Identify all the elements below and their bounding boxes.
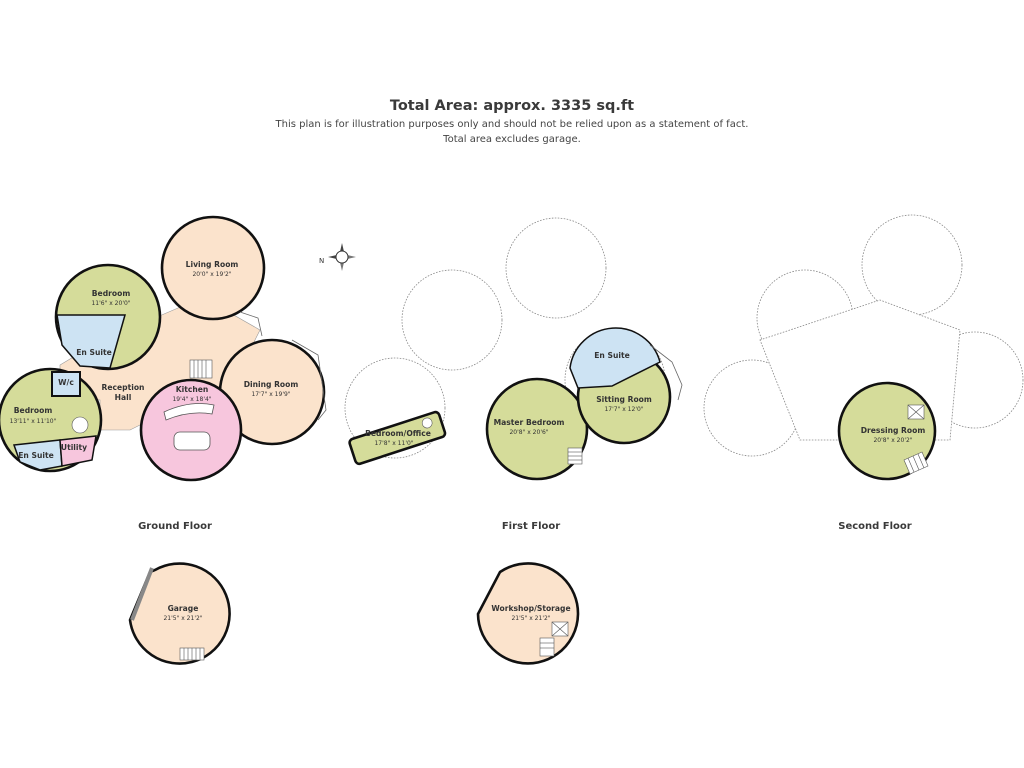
dining-bay-window	[291, 339, 327, 421]
kitchen-shape	[139, 378, 243, 482]
spiral-stair-icon	[71, 416, 89, 434]
kitchen-label: Kitchen	[176, 385, 209, 394]
bedroom-office-label: Bedroom/Office	[365, 429, 431, 438]
first-floor-label: First Floor	[502, 521, 560, 532]
living-bay-window	[239, 311, 263, 337]
bedroom-2-label: Bedroom	[14, 406, 53, 415]
wc-label: W/c	[58, 378, 74, 387]
bedroom-1-label: Bedroom	[92, 289, 131, 298]
dressing-room-label: Dressing Room	[861, 426, 926, 435]
living-room-label: Living Room	[186, 260, 239, 269]
first-stairs-icon	[567, 447, 583, 465]
garage-label: Garage	[168, 604, 199, 613]
reception-hall-label-2: Hall	[115, 393, 132, 402]
header: Total Area: approx. 3335 sq.ft This plan…	[0, 98, 1024, 147]
bedroom-office-dims: 17'8" x 11'0"	[374, 440, 413, 447]
second-floor-plan: Dressing Room 20'8" x 20'2" Second Floor	[703, 214, 1024, 532]
utility-shape	[59, 435, 97, 467]
sitting-room-label: Sitting Room	[596, 395, 652, 404]
en-suite-1-label: En Suite	[76, 348, 112, 357]
disclaimer-line-2: Total area excludes garage.	[443, 134, 581, 145]
master-bedroom-dims: 20'8" x 20'6"	[509, 429, 548, 436]
living-room-shape	[160, 215, 266, 321]
bedroom-2-dims: 13'11" x 11'10"	[10, 418, 57, 425]
wc-shape	[51, 371, 81, 397]
dining-room-label: Dining Room	[244, 380, 299, 389]
sitting-room-dims: 17'7" x 12'0"	[604, 406, 643, 413]
compass-icon: N	[319, 243, 356, 271]
first-en-suite-label: En Suite	[594, 351, 630, 360]
compass-north-label: N	[319, 257, 324, 265]
dining-room-dims: 17'7" x 19'9"	[251, 391, 290, 398]
workshop-dims: 21'5" x 21'2"	[511, 615, 550, 622]
en-suite-2-label: En Suite	[18, 451, 54, 460]
total-area-title: Total Area: approx. 3335 sq.ft	[389, 98, 635, 114]
second-stairs-icon	[903, 451, 929, 475]
en-suite-2-shape	[12, 439, 63, 471]
kitchen-dims: 19'4" x 18'4"	[172, 396, 211, 403]
first-floor-plan: Bedroom/Office 17'8" x 11'0" Master Bedr…	[344, 217, 683, 532]
dressing-room-dims: 20'8" x 20'2"	[873, 437, 912, 444]
garage-stairs-icon	[179, 647, 205, 661]
workshop-plan: Workshop/Storage 21'5" x 21'2"	[476, 562, 580, 665]
en-suite-1-shape	[56, 314, 126, 369]
bedroom-1-dims: 11'6" x 20'0"	[91, 300, 130, 307]
reception-hall-label: Reception	[102, 383, 145, 392]
ground-stairs-icon	[189, 359, 213, 379]
workshop-stairs-icon	[539, 621, 569, 657]
kitchen-counter	[163, 403, 215, 421]
garage-dims: 21'5" x 21'2"	[163, 615, 202, 622]
master-bedroom-label: Master Bedroom	[494, 418, 565, 427]
garage-shape	[128, 562, 231, 665]
utility-label: Utility	[61, 443, 87, 452]
second-floor-label: Second Floor	[838, 521, 912, 532]
first-en-suite-shape	[569, 327, 661, 389]
sitting-bay-window	[649, 344, 683, 401]
master-bedroom-shape	[485, 377, 589, 481]
garage-plan: Garage 21'5" x 21'2"	[128, 562, 231, 665]
ground-floor-plan: Living Room 20'0" x 19'2" Bedroom 11'6" …	[0, 215, 327, 532]
second-floor-hatch-icon	[907, 404, 925, 420]
workshop-shape	[476, 562, 580, 665]
disclaimer-line-1: This plan is for illustration purposes o…	[275, 119, 749, 130]
kitchen-island	[173, 431, 211, 451]
ground-floor-label: Ground Floor	[138, 521, 212, 532]
bedroom-office-shape	[348, 410, 447, 466]
living-room-dims: 20'0" x 19'2"	[192, 271, 231, 278]
workshop-label: Workshop/Storage	[491, 604, 570, 613]
